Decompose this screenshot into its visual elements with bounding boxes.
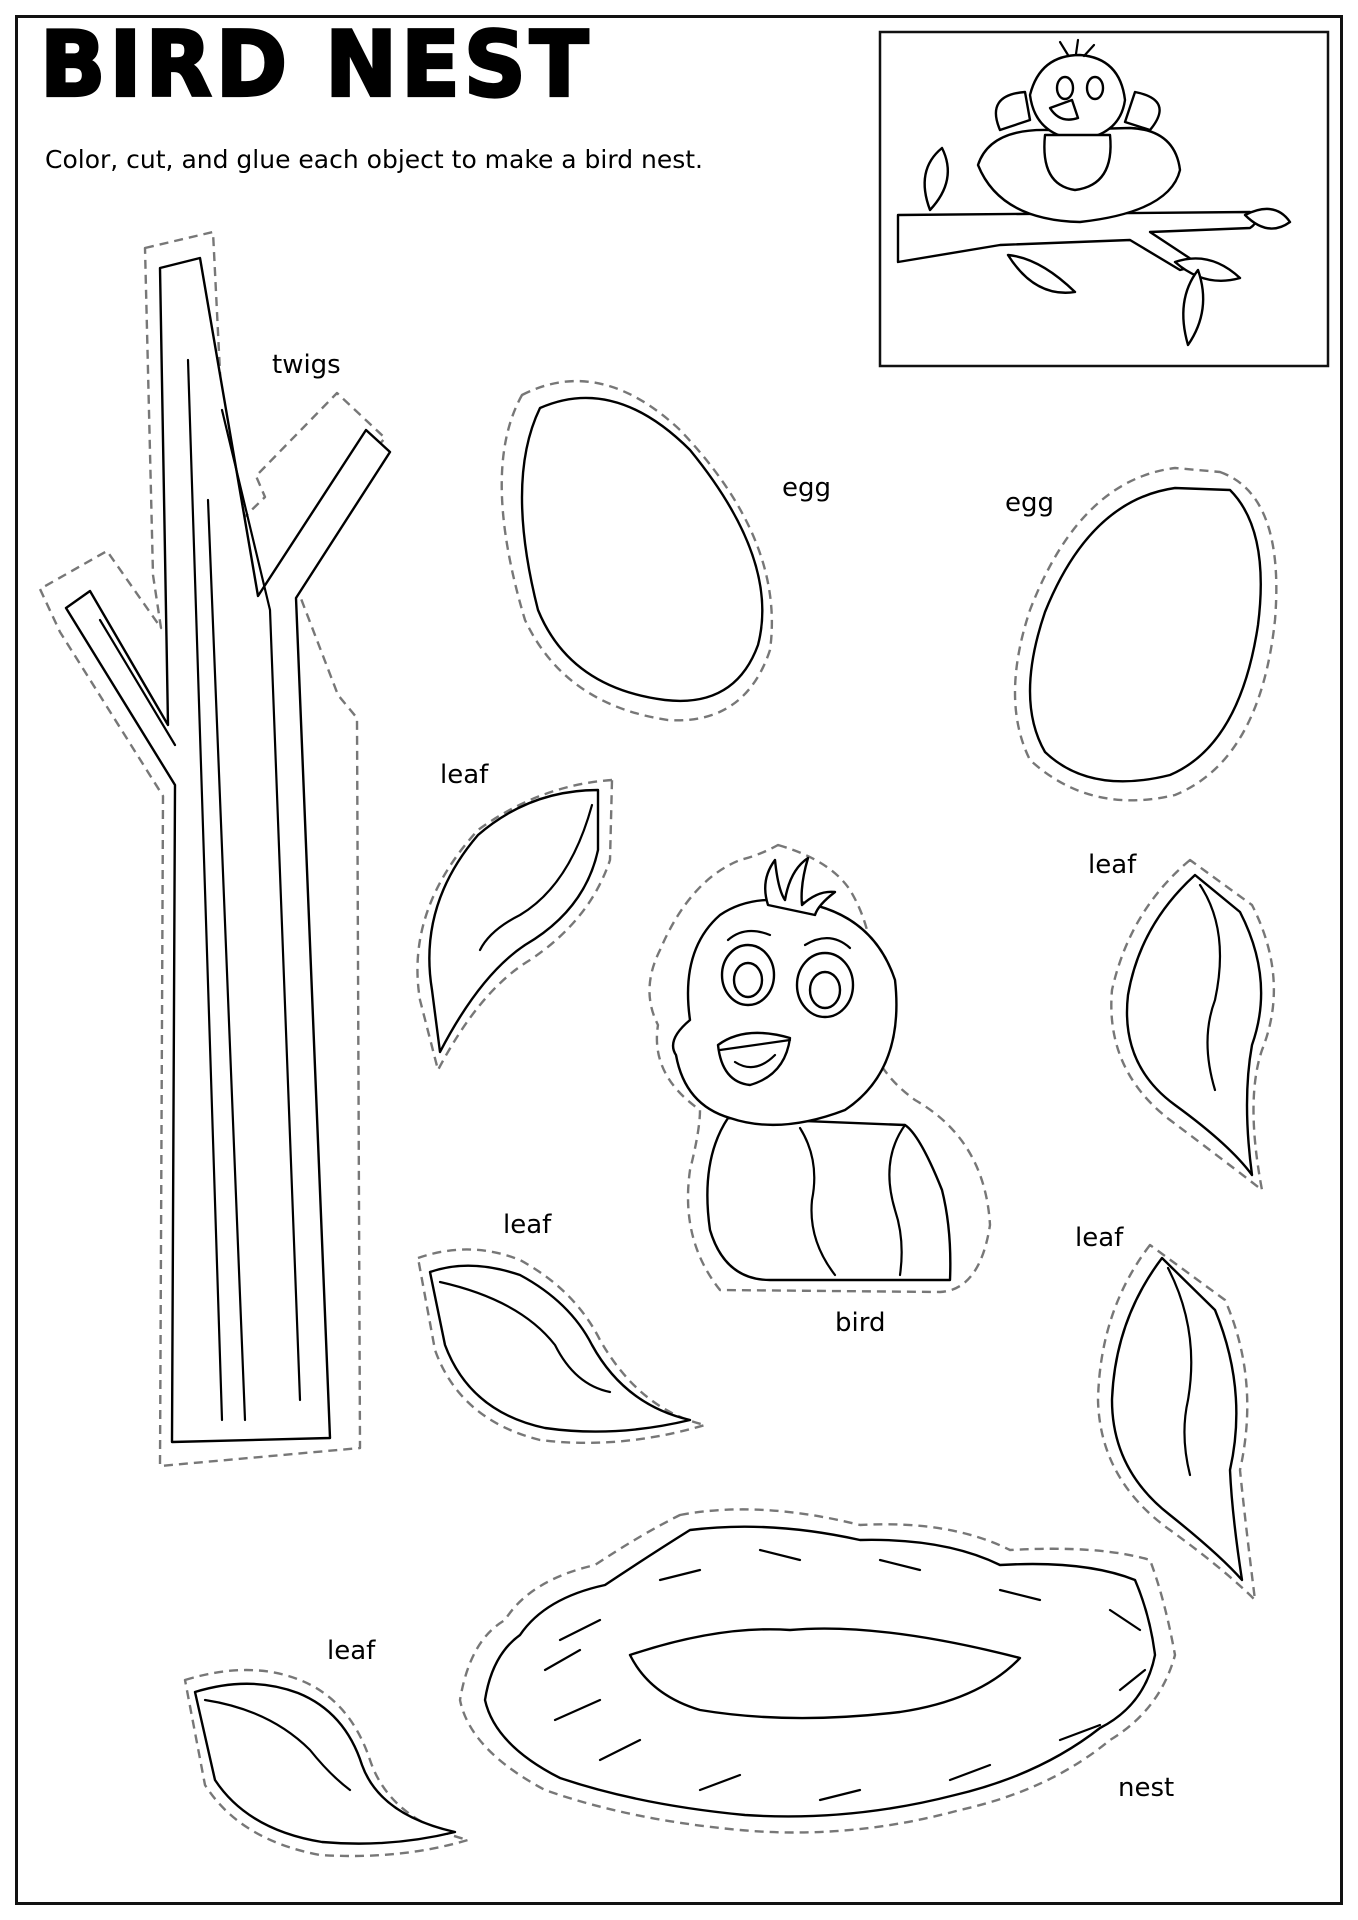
label-leaf-5: leaf <box>327 1636 376 1666</box>
label-twigs: twigs <box>272 350 341 380</box>
label-leaf-1: leaf <box>440 760 489 790</box>
label-nest: nest <box>1118 1773 1175 1803</box>
instruction-text: Color, cut, and glue each object to make… <box>45 145 704 174</box>
worksheet-title: BIRD NEST <box>38 12 593 118</box>
label-leaf-4: leaf <box>1075 1223 1124 1253</box>
label-egg-2: egg <box>1005 488 1055 518</box>
label-leaf-3: leaf <box>503 1210 552 1240</box>
label-leaf-2: leaf <box>1088 850 1137 880</box>
worksheet-frame <box>15 15 1343 1905</box>
label-bird: bird <box>835 1308 886 1338</box>
label-egg-1: egg <box>782 473 832 503</box>
